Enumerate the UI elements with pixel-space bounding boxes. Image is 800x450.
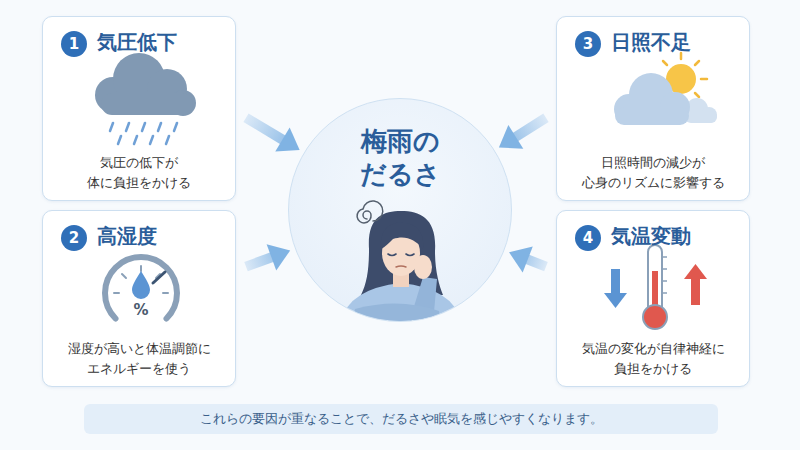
factor-box: 高湿度湿度が高いと体温調節に エネルギーを使う 2% [42,210,236,387]
factor-box: 気温変動気温の変化が自律神経に 負担をかける 4 [556,210,750,387]
factor-description: 湿度が高いと体温調節に エネルギーを使う [59,339,219,379]
factor-box: 気圧低下気圧の低下が 体に負担をかける 1 [42,16,236,201]
hand [414,255,432,279]
body [341,283,461,322]
arrow-shaft [246,257,272,267]
callout-number: 4 [583,229,593,247]
factor-heading: 気温変動 [611,223,691,250]
arrow-head [509,246,533,272]
closed-eyes [388,254,414,256]
factor-heading: 高湿度 [97,223,157,250]
arrow-head [267,244,291,270]
water-drop [132,271,150,299]
arrow-shaft [515,118,546,138]
number-badge: 1 [61,31,87,57]
arrow-connector [246,118,300,152]
thermometer-bulb [643,305,667,329]
arrow-connector [509,246,546,272]
small-cloud [685,98,717,123]
thermometer-ticks [662,257,667,293]
number-badge: 2 [61,225,87,251]
dizzy-swirl [357,201,383,223]
callout-number: 2 [69,229,79,247]
cloud [614,73,690,125]
arrow-shaft [246,118,283,140]
number-badge: 3 [575,31,601,57]
gauge-ring [105,257,177,318]
summary-band: これらの要因が重なることで、だるさや眠気を感じやすくなります。 [84,404,718,434]
center-title: 梅雨の だるさ [335,125,465,190]
callout-number: 1 [69,35,79,53]
arrow-connector [246,244,290,270]
arrow-head [275,128,299,152]
rain-drops [110,123,177,144]
factor-description: 日照時間の減少が 心身のリズムに影響する [573,153,733,193]
arrow-connector [499,118,546,149]
central-circle: 梅雨の だるさ [288,98,512,322]
up-arrow [684,264,707,305]
callout-number: 3 [583,35,593,53]
summary-text: これらの要因が重なることで、だるさや眠気を感じやすくなります。 [200,410,603,428]
number-badge: 4 [575,225,601,251]
factor-box: 日照不足日照時間の減少が 心身のリズムに影響する 3 [556,16,750,201]
cloud [95,53,196,116]
factor-heading: 気圧低下 [97,29,177,56]
factor-description: 気温の変化が自律神経に 負担をかける [573,339,733,379]
arrow-head [499,125,523,149]
down-arrow [604,269,627,308]
folded-arm [353,303,441,322]
mouth [396,266,406,267]
gauge-needle [153,272,165,283]
percent-sign: % [133,301,148,319]
arrow-shaft [527,259,546,266]
factor-description: 気圧の低下が 体に負担をかける [59,153,219,193]
bangs [381,223,423,249]
factor-heading: 日照不足 [611,29,691,56]
